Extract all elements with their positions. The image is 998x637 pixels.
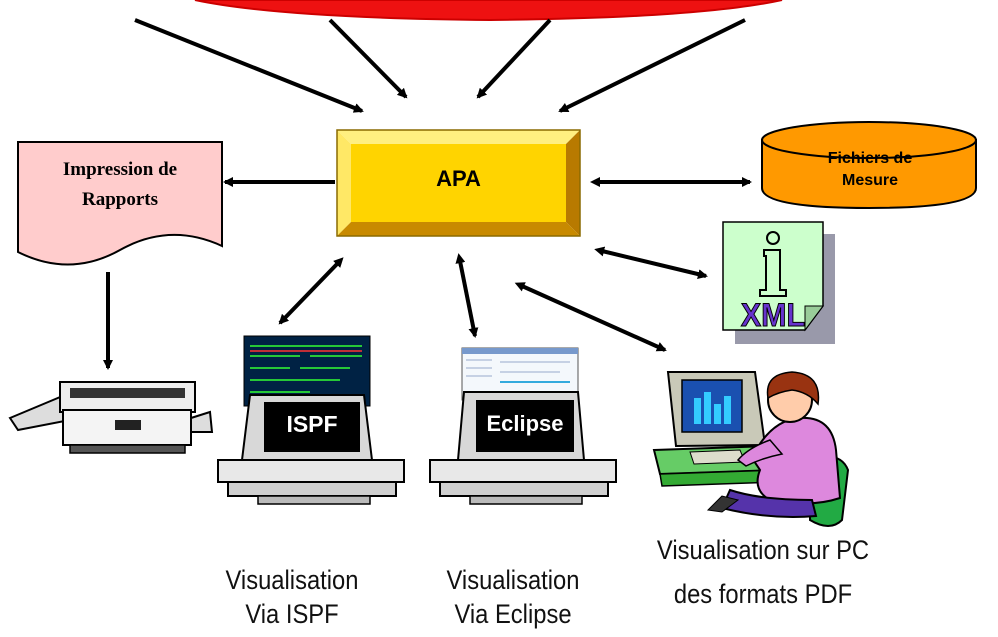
eclipse-label: Eclipse xyxy=(462,411,588,437)
caption-pc-line2: des formats PDF xyxy=(673,579,853,609)
caption-pc: Visualisation sur PC des formats PDF xyxy=(627,533,900,611)
arrow-top-2 xyxy=(328,18,408,99)
xml-label: XML xyxy=(727,297,818,334)
eclipse-label-text: Eclipse xyxy=(486,411,564,436)
measure-files-label: Fichiers de Mesure xyxy=(800,148,940,192)
arrow-top-4 xyxy=(558,18,746,113)
report-label: Impression de Rapports xyxy=(18,155,222,215)
apa-box xyxy=(336,129,581,237)
caption-eclipse: Visualisation Via Eclipse xyxy=(421,563,606,631)
apa-label-text: APA xyxy=(436,166,481,191)
arrow-apa-pc xyxy=(514,282,667,352)
xml-label-text: XML xyxy=(740,297,806,334)
report-label-line1: Impression de xyxy=(62,159,178,180)
eclipse-terminal xyxy=(429,347,617,505)
caption-ispf-line1: Visualisation xyxy=(225,565,359,595)
top-banner-shape xyxy=(194,0,783,22)
measure-files-line1: Fichiers de xyxy=(827,150,913,167)
arrow-top-3 xyxy=(476,18,552,99)
arrow-top-1 xyxy=(134,18,364,113)
caption-ispf-line2: Via ISPF xyxy=(245,599,339,629)
ispf-label-text: ISPF xyxy=(286,411,338,437)
arrow-apa-xml xyxy=(594,246,708,279)
printer-icon xyxy=(8,381,214,454)
measure-files-line2: Mesure xyxy=(841,172,899,189)
ispf-terminal xyxy=(217,335,405,505)
arrow-apa-ispf xyxy=(278,257,344,325)
apa-label: APA xyxy=(351,166,566,192)
caption-pc-line1: Visualisation sur PC xyxy=(656,535,870,565)
arrow-apa-eclipse xyxy=(455,253,479,338)
report-label-line2: Rapports xyxy=(81,189,158,210)
caption-eclipse-line2: Via Eclipse xyxy=(454,599,572,629)
caption-eclipse-line1: Visualisation xyxy=(446,565,580,595)
measure-files-cylinder xyxy=(761,121,977,210)
report-document xyxy=(17,141,223,266)
ispf-label: ISPF xyxy=(264,411,360,438)
pc-user-icon xyxy=(652,371,850,527)
xml-info-icon xyxy=(722,221,835,344)
caption-ispf: Visualisation Via ISPF xyxy=(204,563,380,631)
